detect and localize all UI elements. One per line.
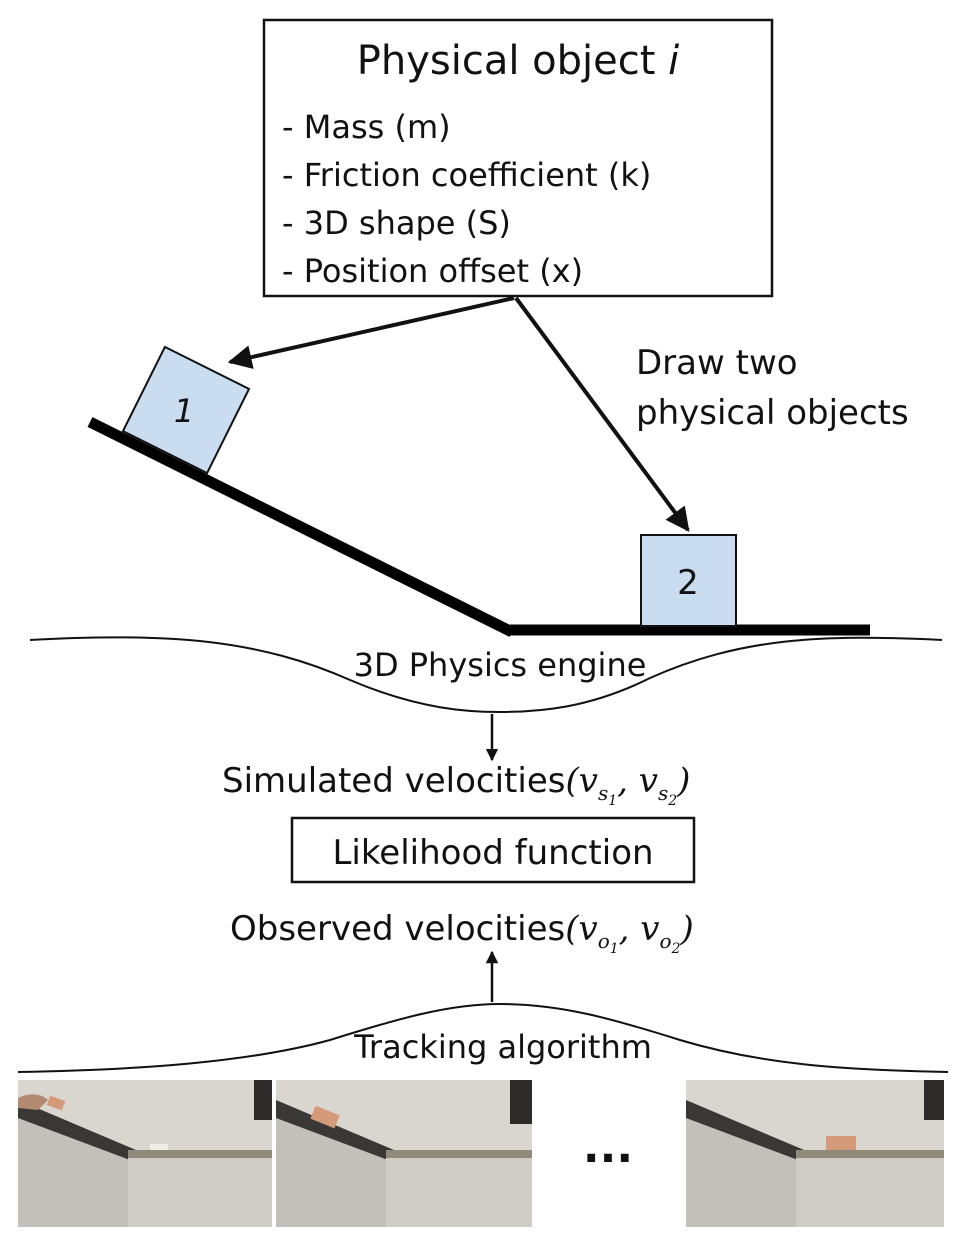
simulated-v2: v xyxy=(639,761,658,801)
frames-ellipsis: ... xyxy=(583,1122,633,1173)
block-1: 1 xyxy=(121,345,251,475)
simulated-velocities: Simulated velocities(vs1, vs2) xyxy=(222,761,690,809)
property-shape: - 3D shape (S) xyxy=(282,204,511,242)
observed-comma: , xyxy=(619,909,641,949)
object-title: Physical object i xyxy=(357,38,680,84)
observed-v2-sub: o xyxy=(660,929,672,953)
arrow-to-block-2 xyxy=(514,296,690,532)
video-frame-2 xyxy=(276,1080,532,1227)
simulated-close-paren: ) xyxy=(676,761,690,801)
observed-v2: v xyxy=(640,909,659,949)
block-1-label: 1 xyxy=(174,392,194,430)
physical-object-box xyxy=(262,18,774,298)
block-2 xyxy=(640,534,737,627)
simulated-v1-subsub: 1 xyxy=(608,793,617,809)
observed-velocities: Observed velocities(vo1, vo2) xyxy=(230,909,694,957)
likelihood-box xyxy=(290,816,696,884)
simulated-v2-sub: s xyxy=(658,781,668,805)
property-offset: - Position offset (x) xyxy=(282,252,583,290)
block-2-label: 2 xyxy=(677,563,699,603)
tracking-boundary-curve xyxy=(17,1002,949,1073)
simulated-v2-subsub: 2 xyxy=(667,793,677,809)
engine-label: 3D Physics engine xyxy=(354,646,647,684)
observed-v1-subsub: 1 xyxy=(610,941,619,957)
simulated-comma: , xyxy=(617,761,639,801)
object-title-text: Physical object xyxy=(357,38,668,84)
observed-v2-subsub: 2 xyxy=(671,941,681,957)
simulated-label: Simulated velocities xyxy=(222,761,565,801)
observed-close-paren: ) xyxy=(679,909,693,949)
draw-label-line2: physical objects xyxy=(636,393,909,433)
observed-v1-sub: o xyxy=(598,929,610,953)
observed-label: Observed velocities xyxy=(230,909,565,949)
video-frame-1 xyxy=(18,1080,272,1227)
observed-open-paren: ( xyxy=(565,909,579,949)
video-frame-last xyxy=(686,1080,944,1227)
observed-v1: v xyxy=(578,909,597,949)
arrow-to-block-1 xyxy=(227,296,515,369)
simulated-open-paren: ( xyxy=(565,761,579,801)
property-mass: - Mass (m) xyxy=(282,108,451,146)
engine-boundary-curve xyxy=(29,636,943,714)
draw-label-line1: Draw two xyxy=(636,343,798,383)
ramp-surface xyxy=(87,417,515,637)
property-friction: - Friction coefficient (k) xyxy=(282,156,651,194)
simulated-v1: v xyxy=(579,761,598,801)
likelihood-label: Likelihood function xyxy=(332,833,653,873)
tracking-label: Tracking algorithm xyxy=(353,1028,652,1066)
simulated-v1-sub: s xyxy=(598,781,608,805)
object-title-var: i xyxy=(668,38,679,84)
